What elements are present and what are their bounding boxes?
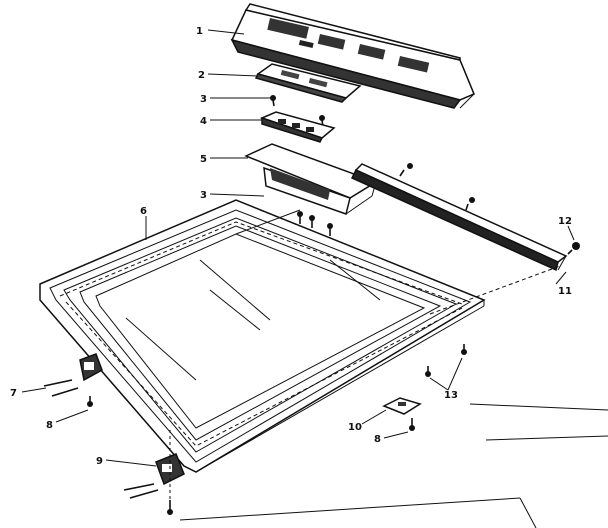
callout-3-mid: 3 xyxy=(200,190,207,201)
callout-10: 10 xyxy=(348,422,362,433)
screws-under-box xyxy=(297,211,333,236)
part-4-bracket xyxy=(259,111,336,143)
part-11-rail xyxy=(350,163,568,272)
reference-line-right xyxy=(469,403,608,411)
callout-8-right: 8 xyxy=(374,434,381,445)
leader-lines xyxy=(21,29,575,467)
callout-7: 7 xyxy=(10,388,17,399)
screws-13 xyxy=(425,344,467,377)
part-10-clip xyxy=(382,397,422,431)
reference-line-bottom xyxy=(179,497,521,521)
callout-12: 12 xyxy=(558,216,572,227)
reference-line-bottom-2 xyxy=(519,497,537,528)
reference-line-right-2 xyxy=(485,435,608,441)
callout-13: 13 xyxy=(444,390,458,401)
part-2-plate xyxy=(254,63,362,103)
callout-4: 4 xyxy=(200,116,207,127)
screw-above-rail xyxy=(399,163,413,177)
callout-labels: 1 2 3 4 5 3 6 7 8 9 10 8 11 12 13 xyxy=(10,26,572,467)
callout-1: 1 xyxy=(196,26,203,37)
part-1-control-panel xyxy=(230,3,475,109)
part-5-box xyxy=(244,143,378,215)
callout-2: 2 xyxy=(198,70,205,81)
callout-8-left: 8 xyxy=(46,420,53,431)
part-hinge-left xyxy=(43,353,103,407)
callout-6: 6 xyxy=(140,206,147,217)
callout-11: 11 xyxy=(558,286,572,297)
screw-3-top xyxy=(270,95,276,107)
callout-3-top: 3 xyxy=(200,94,207,105)
screw-12 xyxy=(567,242,580,255)
part-6-lid xyxy=(39,199,561,473)
part-9-hinge xyxy=(123,430,185,515)
callout-9: 9 xyxy=(96,456,103,467)
screw-rail-mid xyxy=(465,197,475,211)
callout-5: 5 xyxy=(200,154,207,165)
